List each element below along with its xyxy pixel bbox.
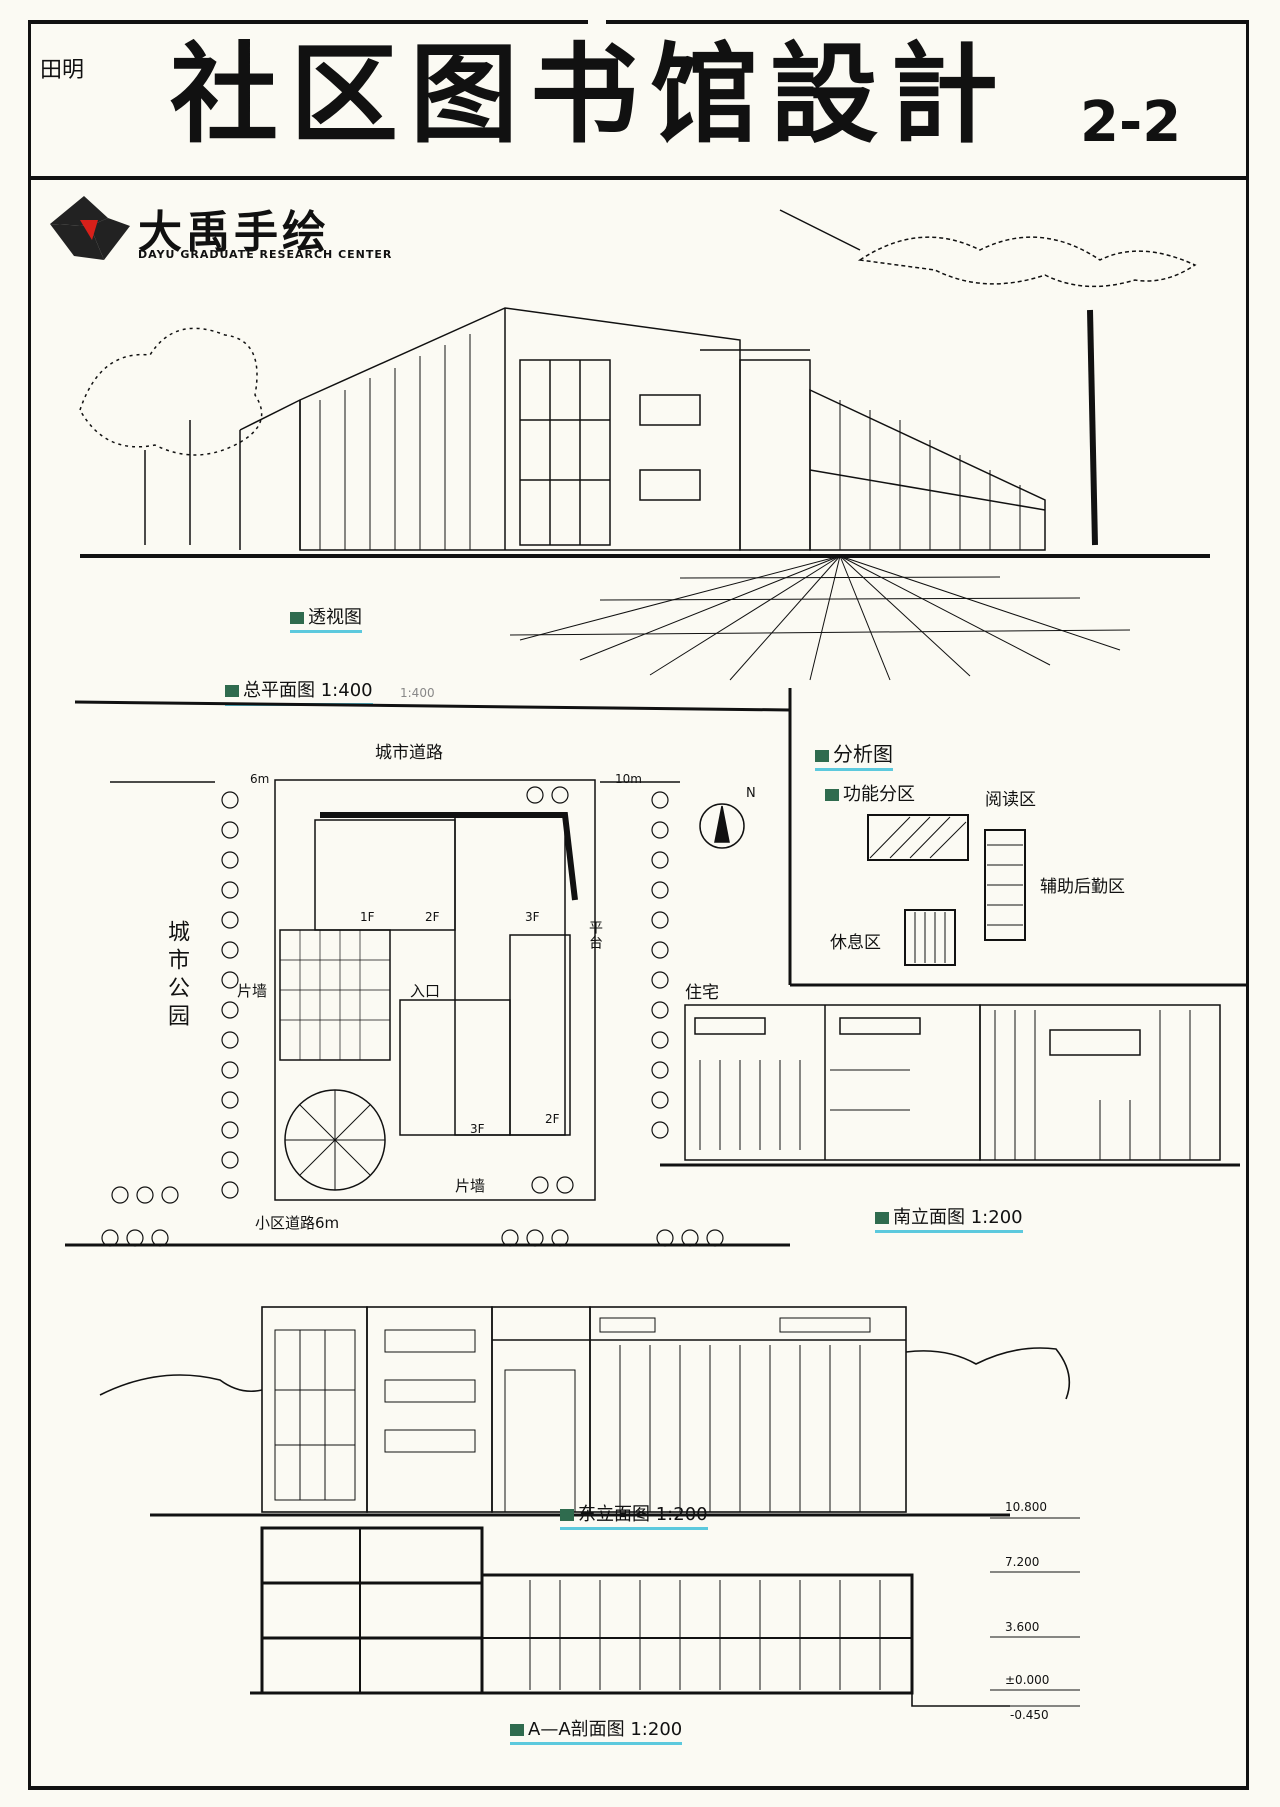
logo-name: 大禹手绘: [138, 207, 330, 258]
tree-left: [79, 327, 263, 545]
label-marker: [225, 685, 239, 697]
site-boundary: [274, 779, 596, 1201]
east-elevation-label: 东立面图 1:200: [560, 1500, 708, 1530]
level-10800: 10.800: [1005, 1500, 1047, 1514]
frame-right: [1246, 20, 1249, 1790]
section-label: A—A剖面图 1:200: [510, 1715, 683, 1745]
perspective-right-wing: [809, 388, 1046, 551]
north-arrow-icon: [699, 803, 745, 849]
zone-auxiliary-block: [984, 829, 1026, 941]
logo-subtitle: DAYU GRADUATE RESEARCH CENTER: [138, 248, 393, 261]
analysis-label: 分析图: [815, 738, 893, 771]
level-7200: 7.200: [1005, 1555, 1040, 1569]
section-label-text: A—A剖面图 1:200: [528, 1719, 683, 1740]
function-zone-label: 功能分区: [825, 780, 915, 806]
zone-auxiliary-label: 辅助后勤区: [1040, 877, 1125, 897]
zone-rest-label: 休息区: [830, 933, 881, 953]
entrance-label: 入口: [410, 982, 441, 1000]
floor-label-1: 1F: [360, 910, 375, 924]
label-marker: [290, 612, 304, 624]
dayu-logo-icon: [50, 196, 130, 260]
site-plan-drawing: [65, 700, 791, 1247]
level-3600: 3.600: [1005, 1620, 1040, 1634]
floor-label-3: 3F: [525, 910, 540, 924]
analysis-frame: [788, 688, 1248, 987]
zone-rest-block: [904, 909, 956, 966]
label-marker: [560, 1509, 574, 1521]
site-trees: [101, 786, 724, 1247]
width-10m-label: 10m: [615, 772, 642, 786]
zone-reading-label: 阅读区: [985, 790, 1036, 810]
site-plan-label-text: 总平面图 1:400: [243, 680, 373, 701]
frame-left: [28, 20, 31, 1790]
frame-top-right: [606, 20, 1246, 24]
frame-bottom: [28, 1786, 1249, 1790]
city-road-label: 城市道路: [375, 743, 443, 763]
floor-label-2: 2F: [425, 910, 440, 924]
city-park-label: 城市公园: [164, 920, 189, 1032]
floor-label-5: 2F: [545, 1112, 560, 1126]
signature: 田明: [40, 58, 85, 83]
label-marker: [825, 789, 839, 801]
south-elevation-drawing: [660, 1004, 1240, 1167]
plaza-perspective: [509, 555, 1131, 681]
platform-label: 平台: [587, 920, 603, 950]
page-title: 社区图书馆設計: [170, 32, 1011, 158]
wall-left-label: 片墙: [237, 982, 268, 1000]
function-zone-label-text: 功能分区: [843, 784, 915, 805]
sheet-number: 2-2: [1080, 90, 1182, 155]
label-marker: [875, 1212, 889, 1224]
perspective-window-grid: [519, 359, 611, 546]
site-plaza-grid: [279, 929, 391, 1061]
pencil-note: 1:400: [400, 686, 435, 700]
east-elevation-label-text: 东立面图 1:200: [578, 1504, 708, 1525]
tree-right: [779, 209, 1197, 546]
frame-top-left: [28, 20, 588, 24]
width-6m-label: 6m: [250, 772, 270, 786]
perspective-label: 透视图: [290, 603, 362, 633]
perspective-drawing: [79, 209, 1210, 681]
community-road-label: 小区道路6m: [255, 1214, 340, 1232]
south-elevation-label-text: 南立面图 1:200: [893, 1207, 1023, 1228]
frame-header-divider: [28, 176, 1249, 180]
floor-label-4: 3F: [470, 1122, 485, 1136]
zone-reading-block: [867, 814, 969, 861]
analysis-label-text: 分析图: [833, 742, 893, 766]
perspective-label-text: 透视图: [308, 607, 362, 628]
level-0000: ±0.000: [1005, 1673, 1050, 1687]
site-building-west-block: [399, 999, 511, 1136]
label-marker: [510, 1724, 524, 1736]
wall-bottom-label: 片墙: [455, 1177, 486, 1195]
north-label: N: [746, 786, 756, 801]
south-elevation-label: 南立面图 1:200: [875, 1203, 1023, 1233]
east-volume-4-final: [589, 1306, 907, 1513]
label-marker: [815, 749, 829, 762]
residential-label: 住宅: [685, 983, 719, 1003]
level-minus0450: -0.450: [1010, 1708, 1049, 1722]
